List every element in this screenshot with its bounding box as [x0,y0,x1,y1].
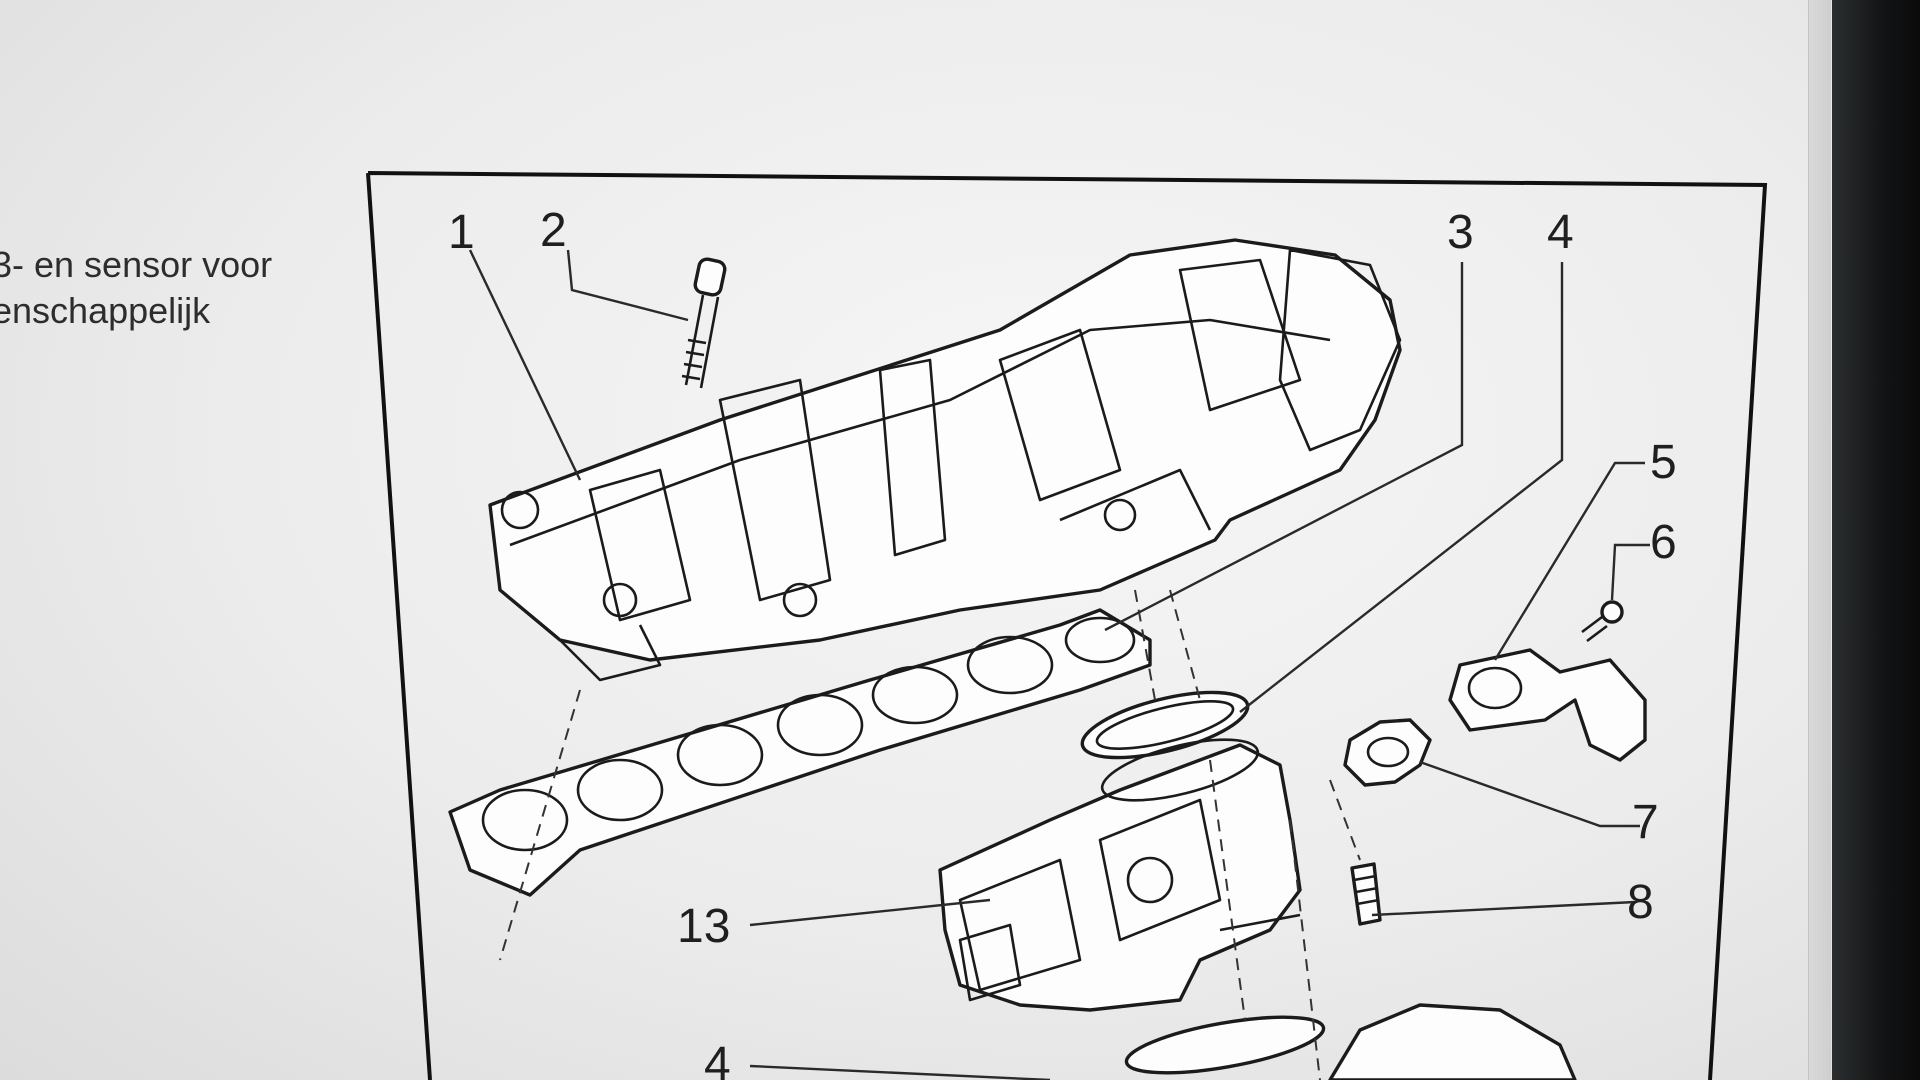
monitor-bezel [1832,0,1920,1080]
callout-2: 2 [540,204,567,257]
intro-paragraph: 3- en sensor voor enschappelijk [0,242,332,334]
pipe-part-5 [1448,648,1647,762]
round-gasket-part-4 [1080,690,1250,760]
callout-5: 5 [1650,436,1677,489]
screw-part-6 [1581,600,1624,643]
throttle-body-part-13 [938,738,1302,1012]
callout-13: 13 [677,900,730,953]
callout-3: 3 [1447,206,1474,259]
callout-8: 8 [1627,876,1654,929]
vertical-scrollbar[interactable] [1808,0,1831,1080]
diagram-frame [366,171,1768,1080]
callout-7: 7 [1632,796,1659,849]
intro-text-line-2: enschappelijk [0,290,211,331]
intro-text-line-1: 3- en sensor voor [0,244,273,285]
bolt-part-2 [681,257,727,389]
intake-manifold-part [488,238,1402,682]
callout-1: 1 [448,206,475,259]
round-gasket-inner [1095,700,1235,750]
small-gasket-part-7 [1343,718,1432,787]
lower-assembly-part [1124,1003,1577,1080]
callout-4: 4 [1547,206,1574,259]
manifold-gasket-part-3 [448,608,1152,897]
bolt-part-8 [1350,862,1382,926]
callout-4-lower: 4 [704,1038,731,1080]
callout-6: 6 [1650,516,1677,569]
assembly-guide-lines [499,589,1361,1080]
callout-leader-lines [468,249,1650,1080]
